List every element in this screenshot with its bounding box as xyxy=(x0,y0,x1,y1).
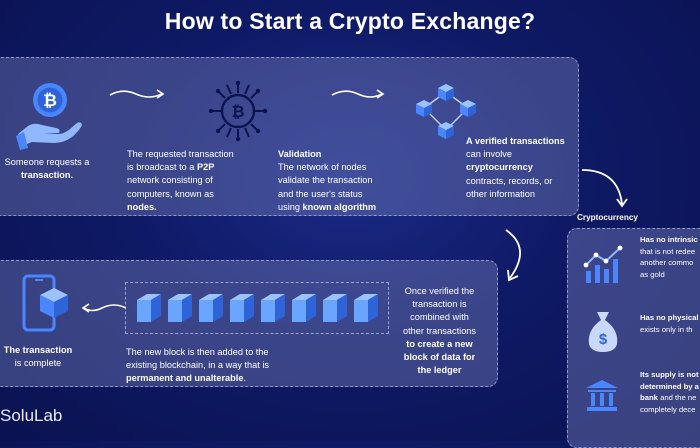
block-cube xyxy=(261,294,285,322)
money-bag-icon: $ xyxy=(588,312,618,352)
cryptocurrency-title: Cryptocurrency xyxy=(577,213,638,222)
page-title: How to Start a Crypto Exchange? xyxy=(164,8,536,34)
blockchain-icon xyxy=(137,294,378,322)
curved-arrow-down-icon xyxy=(505,229,521,282)
curved-arrow-icon xyxy=(581,169,628,208)
svg-text:₿: ₿ xyxy=(43,91,57,110)
arrow-right-icon xyxy=(109,89,165,99)
block-cube xyxy=(168,294,192,322)
top-process-panel xyxy=(0,57,579,216)
bank-icon xyxy=(586,380,618,411)
step-verified-text: A verified transactions can involve cryp… xyxy=(466,136,565,199)
hand-bitcoin-icon: ₿ xyxy=(16,83,82,150)
step-broadcast-text: The requested transaction is broadcast t… xyxy=(127,149,234,212)
crypto-item-supply: Its supply is not determined by a bank a… xyxy=(640,370,699,414)
block-cube xyxy=(323,294,347,322)
chart-growth-icon xyxy=(583,245,623,283)
phone-cube-icon xyxy=(22,274,68,332)
cube-network-icon xyxy=(416,84,476,139)
block-cube xyxy=(230,294,254,322)
block-cube xyxy=(199,294,223,322)
crypto-item-physical: Has no physical exists only in th xyxy=(640,313,699,334)
svg-text:$: $ xyxy=(599,331,608,348)
arrow-right-icon xyxy=(331,89,385,99)
block-cube xyxy=(137,294,161,322)
step-added-text: The new block is then added to the exist… xyxy=(126,347,269,384)
bitcoin-network-icon: ₿ xyxy=(208,80,268,142)
svg-text:₿: ₿ xyxy=(231,103,244,121)
block-cube xyxy=(354,294,378,322)
brand-logo: SoluLab xyxy=(0,406,63,425)
block-cube xyxy=(292,294,316,322)
bottom-process-panel xyxy=(0,260,498,387)
blockchain-box xyxy=(125,282,389,334)
arrow-left-icon xyxy=(81,303,127,313)
step-combined-text: Once verified the transaction is combine… xyxy=(402,286,477,376)
step-validation-text: Validation The network of nodes validate… xyxy=(278,149,377,212)
crypto-item-intrinsic: Has no intrinsic that is not redee anoth… xyxy=(640,235,698,279)
